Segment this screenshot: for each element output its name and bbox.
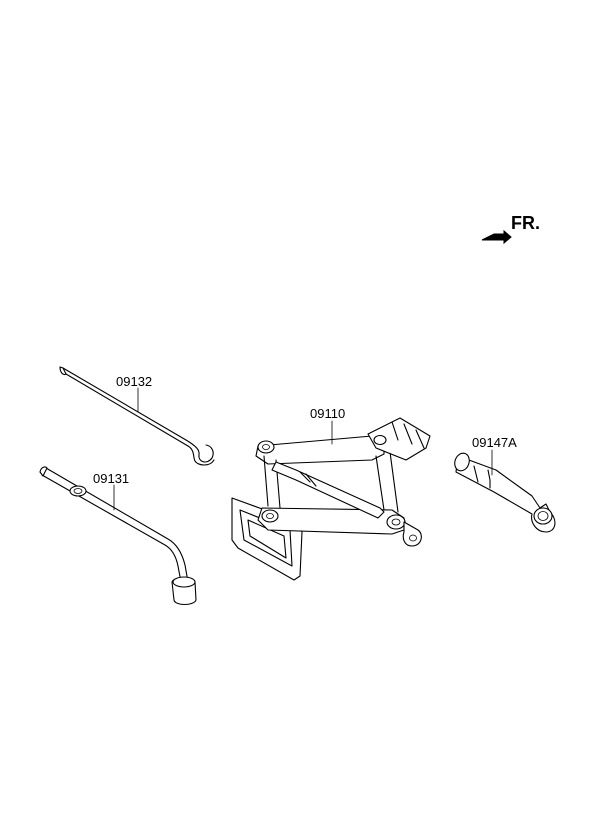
part-number-tool-hook: 09132 <box>116 374 152 389</box>
part-number-wheel-wrench: 09131 <box>93 471 129 486</box>
towing-hook-part: 09147A <box>454 435 556 533</box>
front-label: FR. <box>511 213 540 233</box>
wheel-wrench-part: 09131 <box>39 466 197 606</box>
jack-part: 09110 <box>231 406 431 581</box>
front-arrow-icon <box>481 229 512 245</box>
tool-hook-part: 09132 <box>59 366 215 466</box>
part-number-jack: 09110 <box>310 406 345 421</box>
front-direction-indicator: FR. <box>481 213 540 245</box>
part-number-towing-hook: 09147A <box>472 435 517 450</box>
